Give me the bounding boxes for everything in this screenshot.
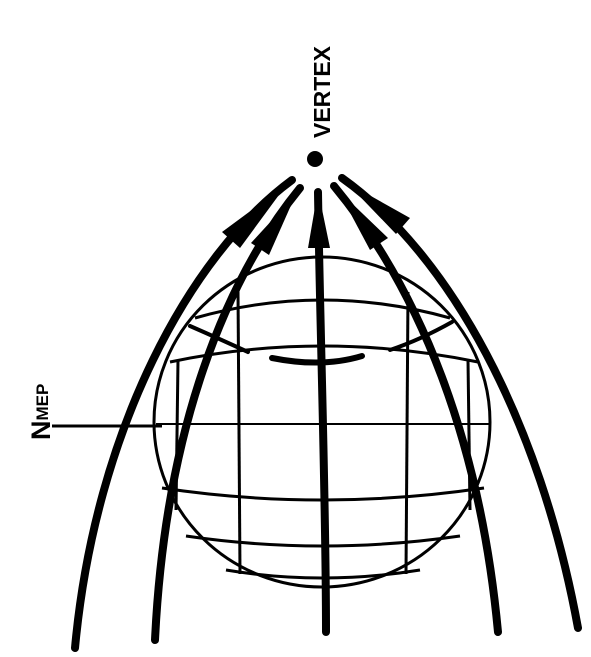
nmep-label: NMEP [26, 384, 56, 440]
nmep-label-group: NMEP [26, 384, 56, 440]
field-lines [75, 178, 578, 648]
nmep-label-main: N [26, 421, 56, 441]
arc-segment-center [272, 356, 362, 363]
arrowhead-center [308, 190, 330, 248]
longitude-line [406, 292, 408, 574]
vertex-point [307, 151, 323, 167]
arrowhead-inner-left [251, 194, 296, 255]
longitude-line [238, 290, 240, 574]
vertex-label-group: VERTEX [309, 45, 335, 138]
nmep-label-subscript: MEP [33, 384, 52, 421]
longitude-line [468, 360, 470, 510]
vertex-label: VERTEX [309, 45, 335, 138]
